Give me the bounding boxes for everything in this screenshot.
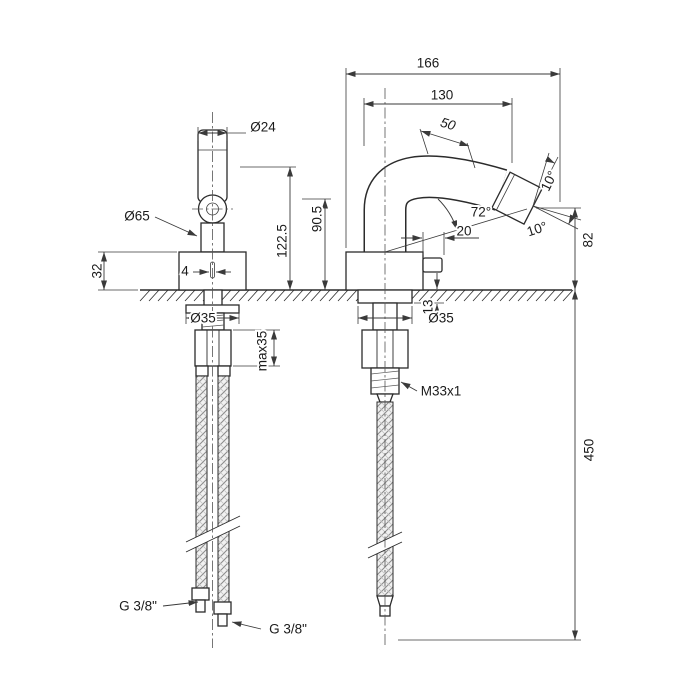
dimension-labels: Ø24 Ø65 32 4 122.5 90.5 166 130 50 72° 1… (88, 54, 599, 639)
dim-label-72deg: 72° (471, 205, 491, 220)
aerator (491, 171, 544, 225)
dim-label-d24: Ø24 (250, 120, 276, 135)
base-block-side (345, 251, 424, 291)
dim-label-g38-right: G 3/8" (269, 622, 307, 637)
dim-label-450: 450 (582, 439, 597, 462)
dim-label-32: 32 (90, 263, 105, 278)
dim-label-d35-right: Ø35 (428, 311, 454, 326)
hose-end-tip (217, 613, 228, 627)
dim-label-g38-left: G 3/8" (119, 599, 157, 614)
thread-tick (370, 370, 400, 375)
dim-label-4: 4 (181, 264, 189, 279)
dim-label-m33x1: M33x1 (421, 384, 462, 399)
dim-label-max35: max35 (255, 331, 270, 372)
mounting-nut-front (194, 329, 232, 367)
dim-label-d65: Ø65 (124, 209, 150, 224)
break-line (185, 515, 241, 543)
hose-end-nut (191, 587, 210, 601)
dim-label-166: 166 (417, 56, 440, 71)
aerator-ring (496, 174, 515, 211)
dim-label-20: 20 (456, 224, 471, 239)
dim-label-82: 82 (581, 232, 596, 247)
supply-hose-right (217, 375, 230, 603)
dimension-lines (98, 68, 582, 641)
supply-hose-left (195, 375, 208, 589)
dim-label-d35-left: Ø35 (190, 311, 216, 326)
thread-tick (201, 324, 225, 328)
thread-tick (370, 377, 400, 382)
dim-label-90-5: 90.5 (310, 206, 325, 232)
hose-end-nut (213, 601, 232, 615)
dim-label-10deg-bottom: 10° (525, 219, 549, 240)
dim-label-122-5: 122.5 (275, 224, 290, 258)
outlet-stub (422, 257, 443, 273)
hose-connector (195, 365, 209, 377)
dim-label-13: 13 (421, 299, 436, 314)
centerlines (192, 88, 386, 648)
break-line (185, 525, 241, 553)
break-line (367, 541, 403, 559)
dim-label-50: 50 (439, 115, 458, 134)
shank-front (203, 289, 223, 307)
spout-core (365, 156, 507, 252)
hose-connector (217, 365, 231, 377)
break-gap (190, 518, 236, 550)
dim-label-130: 130 (431, 88, 454, 103)
